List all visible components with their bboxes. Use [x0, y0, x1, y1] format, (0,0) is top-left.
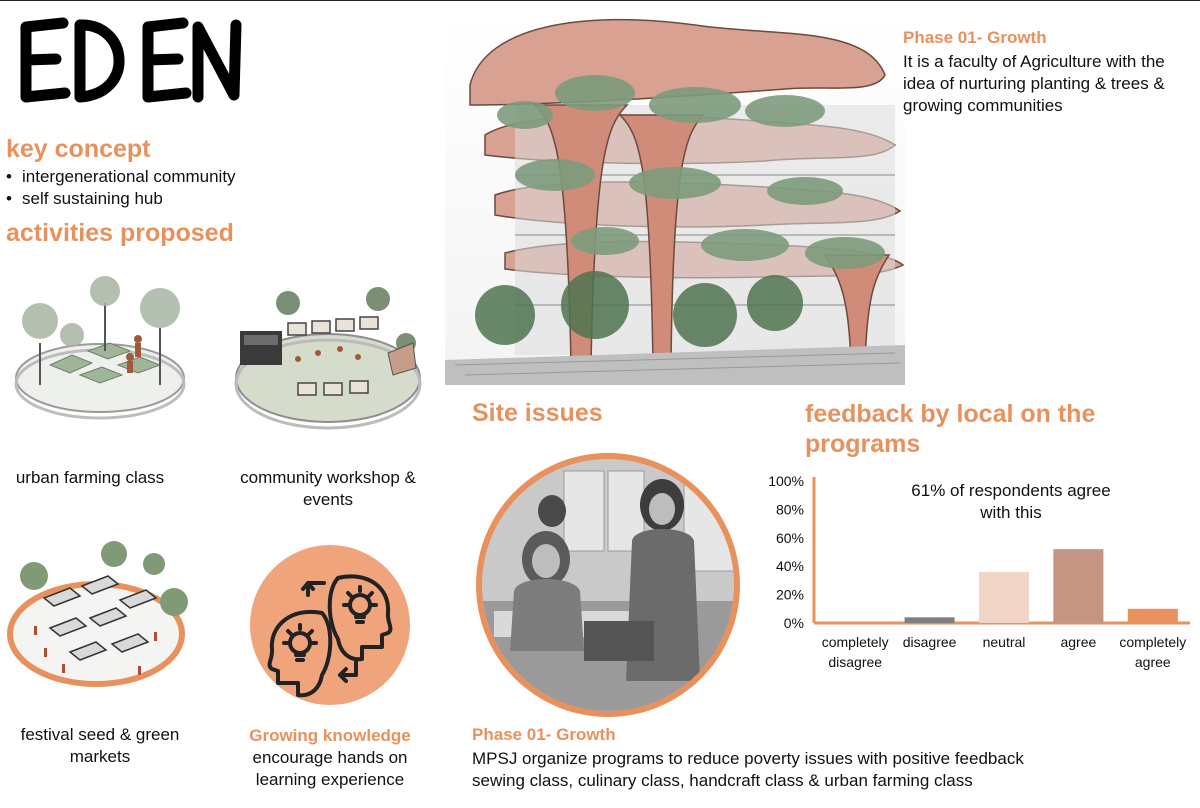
x-tick-label: agree [1135, 654, 1171, 670]
key-concept-heading: key concept [6, 135, 151, 163]
growing-knowledge-title: Growing knowledge [249, 726, 411, 745]
festival-markets-illustration [4, 536, 194, 696]
site-phase-title: Phase 01- Growth [472, 725, 616, 744]
y-tick-label: 40% [776, 558, 804, 574]
x-tick-label: completely [1119, 634, 1186, 650]
activity-caption-urban-farming: urban farming class [15, 468, 165, 487]
x-tick-label: completely [822, 634, 889, 650]
activity-caption-festival-markets: festival seed & green markets [20, 725, 180, 766]
list-item: intergenerational community [4, 166, 304, 188]
x-tick-label: agree [1060, 634, 1096, 650]
growing-knowledge-icon [248, 543, 412, 707]
bar-5 [1127, 608, 1178, 623]
y-tick-label: 20% [776, 587, 804, 603]
site-line-2: sewing class, culinary class, handcraft … [472, 771, 973, 790]
feedback-bar-chart: 0% 20% 40% 60% 80% 100% completely disagree disa… [768, 473, 1190, 670]
activities-heading: activities proposed [6, 219, 234, 247]
phase-top-text: It is a faculty of Agriculture with the … [903, 52, 1165, 115]
feedback-heading: feedback by local on the programs [805, 399, 1095, 459]
site-line-1: MPSJ organize programs to reduce poverty… [472, 749, 1024, 768]
sewing-class-photo [474, 451, 742, 719]
y-tick-label: 0% [784, 615, 804, 631]
y-tick-label: 60% [776, 530, 804, 546]
bar-2 [904, 617, 955, 623]
x-tick-label: disagree [903, 634, 957, 650]
growing-knowledge-text: encourage hands on learning experience [252, 748, 408, 789]
key-concept-list: intergenerational community self sustain… [4, 166, 304, 210]
urban-farming-illustration [10, 273, 190, 433]
bar-4 [1053, 549, 1104, 623]
feedback-heading-line-1: feedback by local on the [805, 400, 1096, 428]
chart-annotation-line-1: 61% of respondents agree [911, 481, 1110, 500]
site-issues-heading: Site issues [472, 399, 603, 427]
list-item: self sustaining hub [4, 188, 304, 210]
y-tick-label: 100% [768, 473, 804, 489]
activity-caption-community-workshop: community workshop & events [240, 468, 416, 509]
feedback-chart: 0% 20% 40% 60% 80% 100% completely disagree disa… [760, 463, 1200, 683]
eden-logo [8, 5, 248, 115]
y-tick-label: 80% [776, 501, 804, 517]
building-rendering [445, 15, 905, 385]
phase-top-title: Phase 01- Growth [903, 28, 1047, 47]
feedback-heading-line-2: programs [805, 430, 921, 458]
community-workshop-illustration [228, 283, 423, 433]
bar-3 [979, 571, 1029, 623]
chart-annotation-line-2: with this [979, 503, 1041, 522]
x-tick-label: neutral [983, 634, 1026, 650]
x-tick-label: disagree [828, 654, 882, 670]
